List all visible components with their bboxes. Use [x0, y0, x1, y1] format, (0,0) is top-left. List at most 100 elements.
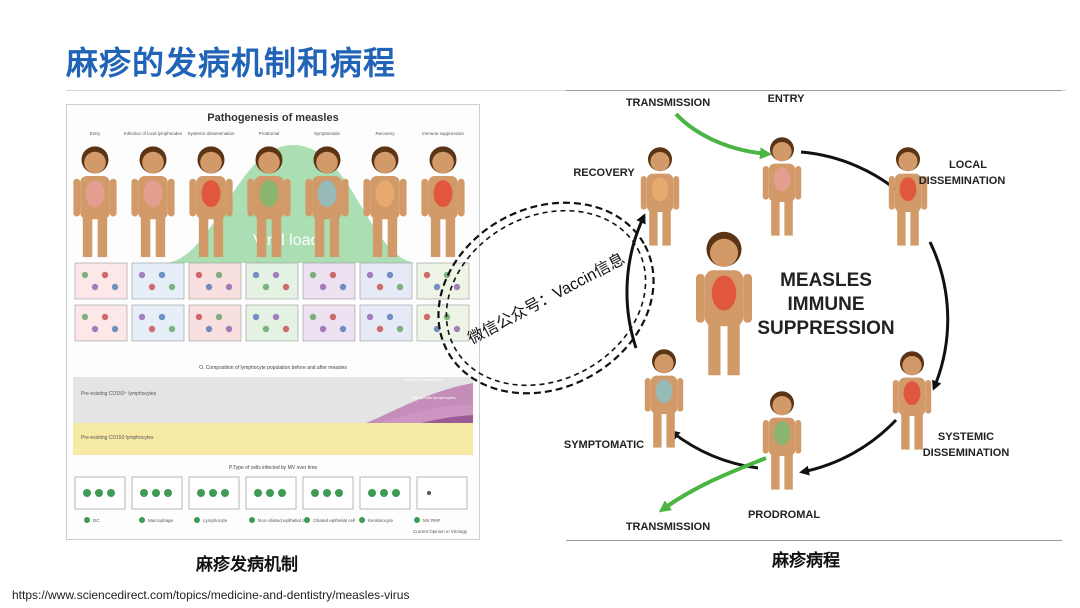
infected-cell: [254, 489, 262, 497]
label-transmission-in: TRANSMISSION: [626, 97, 710, 109]
infected-cell: [368, 489, 376, 497]
infected-cell: [427, 491, 431, 495]
label-transmission-out: TRANSMISSION: [626, 521, 710, 533]
stage-labels: Entry Infection of local lymphnodes System…: [90, 131, 465, 136]
infected-cell: [266, 489, 274, 497]
child-local: [888, 147, 928, 246]
disease-course-figure: TRANSMISSION ENTRY LOCAL DISSEMINATION S…: [556, 90, 1062, 540]
legend-swatch: [84, 517, 90, 523]
infected-cell: [221, 489, 229, 497]
infected-cell: [311, 489, 319, 497]
legend-label: Non-ciliated epithelial cell: [258, 518, 309, 523]
infected-cell: [323, 489, 331, 497]
stage-child: [305, 146, 349, 258]
arrow-local-systemic: [928, 241, 950, 391]
label-local-1: LOCAL: [949, 159, 987, 171]
histology-panel: [302, 262, 356, 300]
pathogenesis-svg: Pathogenesis of measles Entry Infection o…: [73, 112, 473, 534]
infected-cell: [164, 489, 172, 497]
legend-label: MV RNP: [423, 518, 441, 523]
histology-panels: [74, 262, 470, 342]
course-children: [640, 137, 932, 490]
transmission-out-arrow: [658, 456, 767, 513]
slide-title: 麻疹的发病机制和病程: [66, 44, 397, 82]
infected-cell: [83, 489, 91, 497]
legend-swatch: [194, 517, 200, 523]
watermark-text: 微信公众号：Vaccin信息: [465, 250, 628, 348]
infected-cell: [278, 489, 286, 497]
journal-label: Current Opinion in Virology: [413, 529, 468, 534]
histology-panel: [416, 262, 470, 300]
stage-label: Infection of local lymphnodes: [124, 131, 183, 136]
pathogenesis-title: Pathogenesis of measles: [207, 112, 338, 124]
arrow-prodromal-symptomatic: [669, 430, 759, 470]
stage-child: [363, 146, 407, 258]
histology-panel: [188, 304, 242, 342]
histology-panel: [359, 304, 413, 342]
watermark-ring-inner: [445, 209, 647, 387]
child-entry: [762, 137, 802, 236]
newly-expanded-band: [317, 383, 473, 439]
label-symptomatic: SYMPTOMATIC: [564, 439, 644, 451]
infected-cell: [335, 489, 343, 497]
stage-child: [421, 146, 465, 258]
cells-title: P.Type of cells infected by MV over time: [229, 465, 318, 471]
histology-panel: [188, 262, 242, 300]
stage-label: Entry: [90, 131, 101, 136]
mv-specific-label: MV-specific lymphocytes: [412, 395, 456, 400]
watermark-stamp: 微信公众号：Vaccin信息: [424, 196, 668, 400]
child-systemic: [892, 351, 932, 450]
legend-swatch: [414, 517, 420, 523]
stage-child: [73, 146, 117, 258]
infected-cell: [380, 489, 388, 497]
child-recovery: [640, 147, 680, 246]
viral-load-label: Viral load: [253, 232, 319, 249]
cell-box: [416, 476, 468, 510]
legend-label: Keratinocyte: [368, 518, 394, 523]
right-top-rule: [566, 90, 1062, 91]
infected-cell: [209, 489, 217, 497]
infected-cell: [140, 489, 148, 497]
infected-cell: [95, 489, 103, 497]
stage-children: [73, 146, 465, 258]
watermark-ring-outer: [437, 201, 655, 395]
composition-title: O. Composition of lymphocyte population …: [199, 365, 347, 371]
legend-swatch: [304, 517, 310, 523]
cell-type-boxes: [74, 476, 468, 510]
legend-swatch: [359, 517, 365, 523]
histology-panel: [245, 304, 299, 342]
label-entry: ENTRY: [768, 93, 806, 105]
source-url-link[interactable]: https://www.sciencedirect.com/topics/med…: [12, 588, 410, 602]
center-line-1: MEASLES: [780, 270, 872, 291]
label-local-2: DISSEMINATION: [919, 175, 1006, 187]
newly-expanded-label: Newly expanded lym...: [405, 377, 445, 382]
stage-label: Prodromal: [259, 131, 280, 136]
stage-label: Systemic dissemination: [187, 131, 235, 136]
stage-child: [247, 146, 291, 258]
legend-label: Ciliated epithelial cell: [313, 518, 355, 523]
histology-panel: [245, 262, 299, 300]
stage-label: Symptomatic: [314, 131, 341, 136]
legend-label: Macrophage: [148, 518, 174, 523]
label-prodromal: PRODROMAL: [748, 509, 820, 521]
cd150-neg-label: Pre-existing CD150 lymphocytes: [81, 435, 154, 441]
legend-swatch: [139, 517, 145, 523]
histology-panel: [359, 262, 413, 300]
transmission-in-arrow: [674, 112, 772, 160]
stage-label: Recovery: [375, 131, 395, 136]
histology-panel: [302, 304, 356, 342]
arrow-symptomatic-recovery: [625, 213, 646, 349]
viral-load-area: [167, 145, 415, 263]
histology-panel: [416, 304, 470, 342]
infected-cell: [392, 489, 400, 497]
infected-cell: [152, 489, 160, 497]
histology-panel: [74, 304, 128, 342]
center-line-2: IMMUNE: [787, 294, 864, 315]
center-line-3: SUPPRESSION: [757, 318, 894, 339]
histology-panel: [74, 262, 128, 300]
infected-cell: [107, 489, 115, 497]
disease-course-svg: TRANSMISSION ENTRY LOCAL DISSEMINATION S…: [564, 93, 1009, 533]
right-bottom-rule: [566, 540, 1062, 541]
disease-course-caption: 麻疹病程: [772, 551, 840, 571]
